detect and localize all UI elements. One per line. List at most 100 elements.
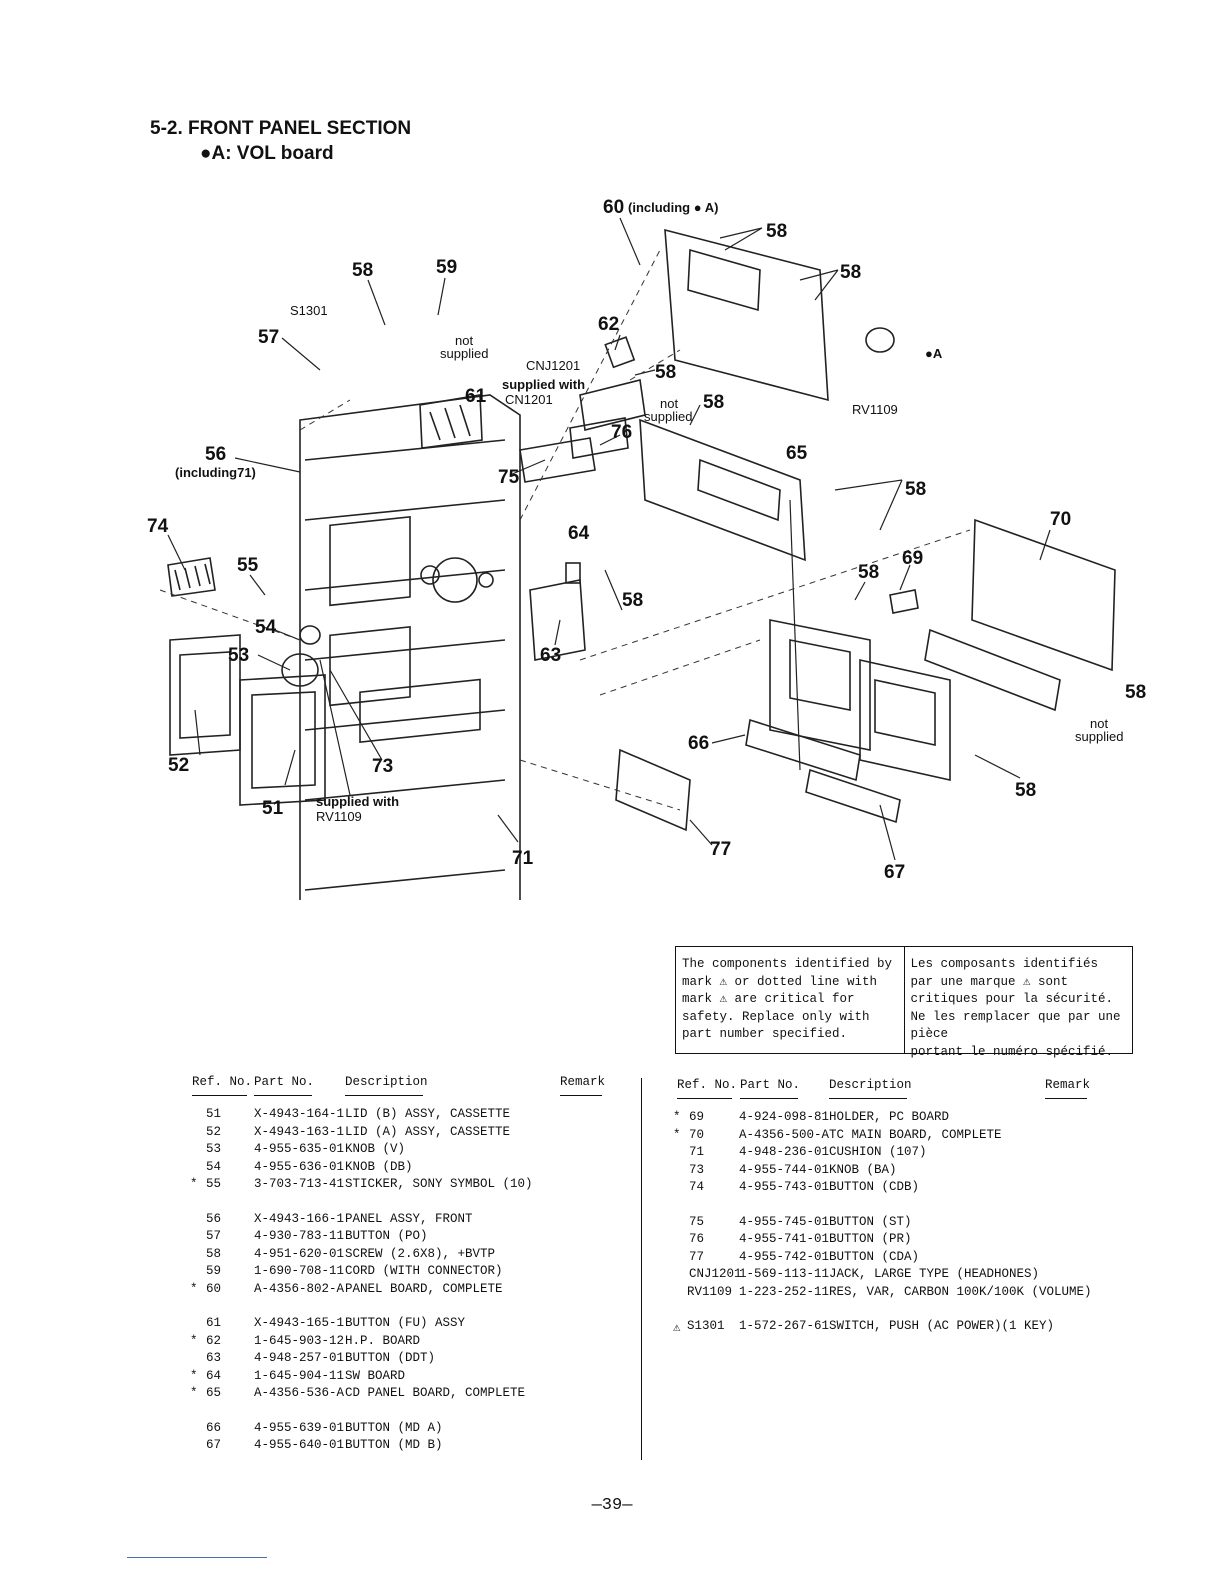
- row-part-no: 1-572-267-61: [739, 1319, 830, 1333]
- safety-notice-box: The components identified by mark ⚠ or d…: [675, 946, 1133, 1059]
- row-description: JACK, LARGE TYPE (HEADHONES): [829, 1267, 1040, 1281]
- row-description: KNOB (DB): [345, 1159, 413, 1174]
- row-description: PANEL BOARD, COMPLETE: [345, 1281, 503, 1296]
- callout-51: 51: [262, 798, 284, 819]
- row-ref-no: 54: [206, 1159, 222, 1174]
- row-part-no: 1-223-252-11: [739, 1284, 830, 1299]
- row-ref-no: 62: [206, 1333, 222, 1348]
- callout-70: 70: [1050, 509, 1071, 530]
- callout-58: 58: [1125, 682, 1146, 703]
- row-mark: *: [190, 1386, 198, 1400]
- label-supplied-with: supplied with: [316, 794, 399, 809]
- row-description: BUTTON (FU) ASSY: [345, 1316, 466, 1330]
- row-description: LID (A) ASSY, CASSETTE: [345, 1124, 511, 1139]
- row-part-no: 4-955-745-01: [739, 1214, 830, 1229]
- callout-56: 56: [205, 444, 226, 465]
- row-part-no: X-4943-164-1: [254, 1107, 345, 1121]
- row-part-no: 4-924-098-81: [739, 1110, 830, 1124]
- callout-58: 58: [1015, 780, 1036, 801]
- row-part-no: 1-645-904-11: [254, 1368, 345, 1383]
- row-part-no: 4-955-744-01: [739, 1162, 830, 1177]
- row-part-no: 4-948-257-01: [254, 1351, 345, 1365]
- callout-77: 77: [710, 839, 731, 860]
- row-ref-no: 69: [689, 1110, 705, 1124]
- callout-53: 53: [228, 645, 249, 666]
- row-description: PANEL ASSY, FRONT: [345, 1211, 473, 1226]
- row-part-no: 1-645-903-12: [254, 1333, 345, 1348]
- row-description: SCREW (2.6X8), +BVTP: [345, 1246, 496, 1261]
- row-ref-no: 58: [206, 1246, 222, 1261]
- row-ref-no: 61: [206, 1316, 222, 1330]
- row-ref-no: 67: [206, 1438, 222, 1452]
- row-mark: *: [190, 1368, 198, 1383]
- row-part-no: 1-569-113-11: [739, 1267, 830, 1281]
- row-ref-no: 66: [206, 1420, 222, 1435]
- row-part-no: 3-703-713-41: [254, 1177, 345, 1191]
- callout-58: 58: [622, 590, 643, 611]
- row-part-no: A-4356-802-A: [254, 1281, 345, 1296]
- row-part-no: 4-955-741-01: [739, 1232, 830, 1246]
- row-description: KNOB (BA): [829, 1162, 897, 1177]
- row-description: TC MAIN BOARD, COMPLETE: [829, 1127, 1002, 1142]
- row-mark: *: [190, 1177, 198, 1191]
- label-s1301: S1301: [290, 303, 328, 318]
- label-not-supplied: supplied: [1075, 729, 1123, 744]
- lid-a-outline: [239, 674, 326, 806]
- row-description: BUTTON (DDT): [345, 1351, 436, 1365]
- row-description: HOLDER, PC BOARD: [829, 1110, 950, 1124]
- label-not-supplied: not: [660, 396, 678, 411]
- row-ref-no: 51: [206, 1107, 222, 1121]
- row-part-no: 4-955-635-01: [254, 1142, 345, 1156]
- row-description: BUTTON (MD A): [345, 1420, 443, 1435]
- callout-54: 54: [255, 617, 277, 638]
- row-ref-no: 77: [689, 1249, 705, 1264]
- cassette-mechanism-b: [859, 659, 951, 781]
- row-ref-no: 60: [206, 1281, 222, 1296]
- row-part-no: 4-955-636-01: [254, 1159, 345, 1174]
- button-strip-md-a: [745, 718, 861, 782]
- header-description: Description: [345, 1075, 428, 1089]
- row-description: BUTTON (CDA): [829, 1249, 920, 1264]
- row-ref-no: 70: [689, 1127, 705, 1142]
- callout-60: 60: [603, 197, 624, 218]
- row-ref-no: 52: [206, 1124, 222, 1139]
- callout-55: 55: [237, 555, 259, 576]
- row-description: BUTTON (PR): [829, 1232, 912, 1246]
- row-ref-no: 75: [689, 1214, 705, 1229]
- row-ref-no: 74: [689, 1180, 705, 1194]
- row-ref-no: CNJ1201: [689, 1267, 742, 1281]
- row-description: LID (B) ASSY, CASSETTE: [345, 1107, 511, 1121]
- callout-73: 73: [372, 756, 393, 777]
- callout-58: 58: [703, 392, 724, 413]
- row-ref-no: 63: [206, 1351, 222, 1365]
- row-ref-no: S1301: [687, 1319, 725, 1333]
- callout-66: 66: [688, 733, 709, 754]
- footer-rule: [127, 1557, 267, 1558]
- callout-67: 67: [884, 862, 905, 883]
- exploded-view-diagram: 60 (including ● A) 58 58 58 58 58 58 58 …: [147, 197, 1146, 900]
- front-panel-outline: [299, 394, 521, 900]
- subtitle: ●A: VOL board: [200, 143, 334, 164]
- row-part-no: A-4356-536-A: [254, 1386, 345, 1400]
- label-cnj1201: CNJ1201: [526, 358, 580, 373]
- row-ref-no: 73: [689, 1162, 705, 1177]
- callout-58: 58: [766, 221, 787, 242]
- panel-board-outline: [664, 228, 829, 402]
- rv1109-knob: [865, 327, 895, 353]
- callout-75: 75: [498, 467, 520, 488]
- row-description: CORD (WITH CONNECTOR): [345, 1264, 503, 1278]
- tc-main-board-outline: [971, 518, 1116, 672]
